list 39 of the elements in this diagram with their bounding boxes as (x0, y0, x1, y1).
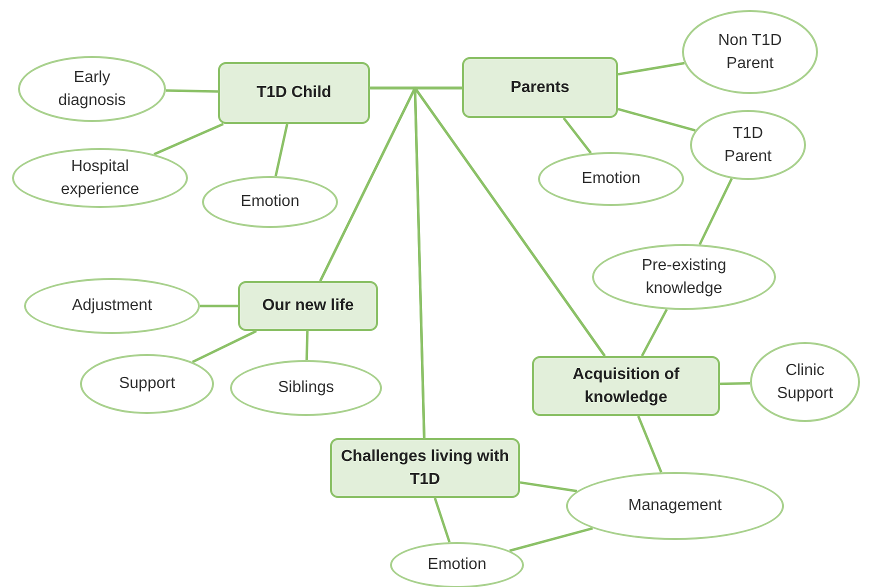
node-label: Non T1D Parent (717, 30, 783, 74)
node-label: Challenges living with T1D (340, 446, 510, 490)
node-label: Acquisition of knowledge (572, 364, 680, 408)
node-label: Our new life (262, 296, 354, 316)
connector-line (166, 89, 218, 93)
connector-line (637, 416, 662, 473)
theme-box (462, 57, 618, 118)
node-label: T1D Parent (723, 124, 773, 167)
connector-line (192, 330, 257, 364)
connector-line (720, 382, 750, 386)
node-label: Emotion (582, 169, 640, 190)
theme-box (532, 356, 720, 416)
node-label: Pre-existing knowledge (640, 256, 728, 299)
connector-line (434, 498, 451, 543)
node-label: Emotion (428, 555, 486, 576)
theme-box (218, 62, 370, 124)
connector-line (154, 122, 224, 156)
node-label: Support (118, 374, 176, 394)
node-label: T1D Child (256, 83, 332, 104)
node-label: Hospital experience (60, 156, 140, 200)
node-label: Emotion (240, 192, 300, 212)
node-label: Siblings (278, 378, 334, 398)
node-label: Clinic Support (776, 360, 834, 404)
connector-line (200, 304, 238, 308)
connector-line (305, 330, 309, 360)
node-label: Early diagnosis (57, 68, 127, 111)
connector-line (562, 117, 592, 154)
connector-line (698, 178, 733, 246)
connector-line (640, 308, 668, 357)
node-label: Parents (510, 78, 570, 98)
connector-line (509, 527, 593, 552)
theme-box (238, 281, 378, 331)
connector-line (274, 124, 288, 176)
connector-line (618, 108, 696, 132)
theme-box (330, 438, 520, 498)
node-label: Management (628, 496, 722, 516)
node-label: Adjustment (72, 296, 152, 316)
connector-line (618, 62, 685, 76)
connector-line (520, 481, 578, 492)
